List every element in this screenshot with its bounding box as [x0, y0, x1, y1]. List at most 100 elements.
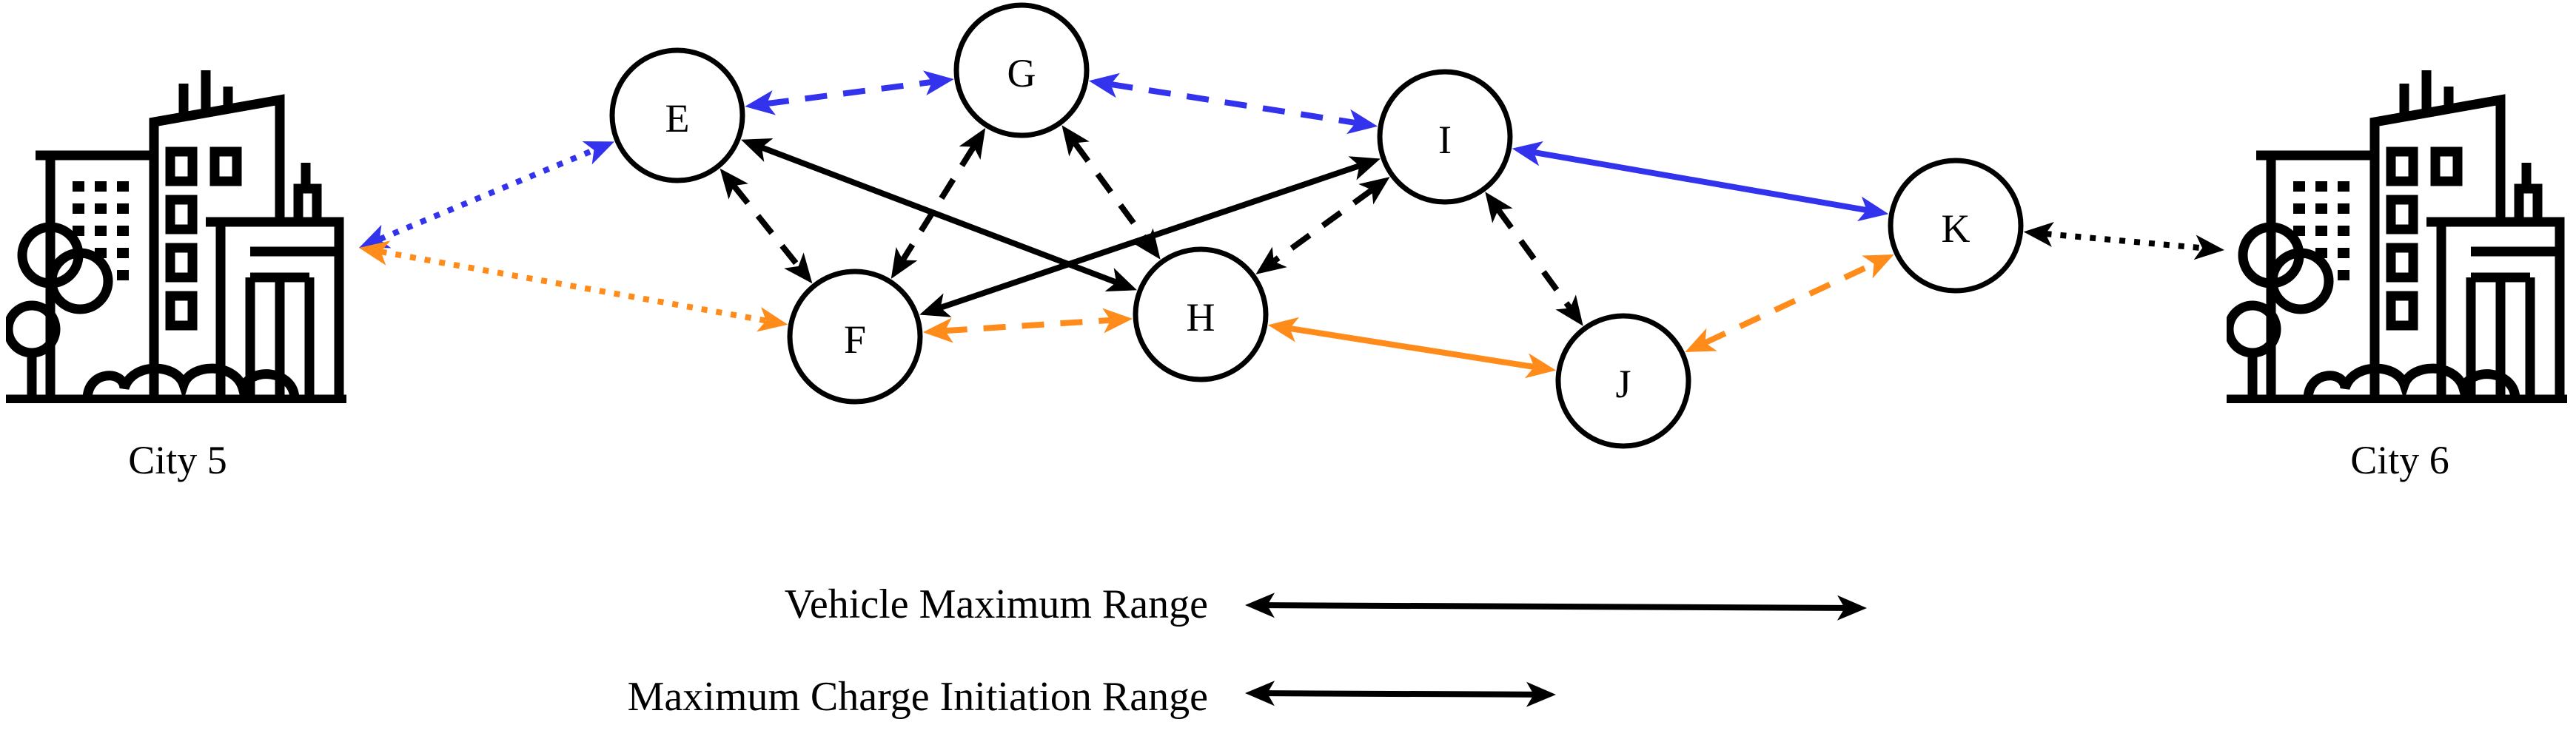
edge-H-J-line	[1289, 325, 1535, 370]
edge-E-F	[720, 168, 813, 284]
node-K-circle	[1888, 158, 2024, 294]
legend-vehicle-max-range-label: Vehicle Maximum Range	[785, 581, 1208, 627]
node-F-circle	[787, 269, 923, 405]
edge-city5-E-arrowhead-end	[582, 141, 615, 165]
legend: Vehicle Maximum Range Maximum Charge Ini…	[628, 581, 1208, 720]
edge-E-H-line	[760, 144, 1118, 286]
edge-J-K-arrowhead-end	[1862, 254, 1894, 279]
node-F-label: F	[844, 317, 866, 362]
node-K: K	[1888, 158, 2024, 294]
edge-I-F	[919, 156, 1381, 317]
edge-G-I	[1088, 72, 1378, 135]
city-5: City 5	[6, 70, 346, 482]
edge-city5-F-arrowhead-start	[359, 240, 391, 266]
nodes-layer: E F G H I J K	[609, 2, 2024, 449]
edges-layer	[359, 70, 2224, 379]
legend-arrow-long-arrowhead-end	[1837, 595, 1867, 621]
node-H-circle	[1133, 246, 1269, 382]
edge-I-J-arrowhead-end	[1555, 294, 1583, 326]
edge-F-H	[922, 308, 1133, 343]
edge-G-I-arrowhead-start	[1088, 72, 1121, 98]
edge-I-F-arrowhead-start	[1348, 156, 1381, 180]
legend-charge-initiation-range-label: Maximum Charge Initiation Range	[628, 674, 1208, 720]
edge-H-J-arrowhead-start	[1267, 317, 1300, 342]
node-I-circle	[1377, 69, 1513, 205]
edge-J-K-arrowhead-start	[1685, 328, 1717, 353]
edge-E-F-line	[731, 183, 801, 269]
legend-arrow-short-line	[1267, 690, 1534, 698]
edge-K-city6-line	[2045, 231, 2203, 252]
edge-F-H-line	[945, 317, 1111, 334]
edge-E-H	[740, 138, 1138, 291]
city-6-label: City 6	[2350, 438, 2449, 482]
edge-G-I-arrowhead-end	[1346, 109, 1378, 135]
edge-G-H-arrowhead-start	[1061, 125, 1090, 157]
node-J-circle	[1555, 313, 1691, 449]
edge-I-H	[1255, 177, 1390, 274]
edge-J-K	[1685, 254, 1894, 353]
edge-E-G-line	[766, 78, 933, 107]
edge-I-H-arrowhead-end	[1255, 246, 1287, 274]
node-E-circle	[609, 47, 745, 183]
edge-I-J-line	[1495, 208, 1573, 310]
edge-I-F-line	[939, 163, 1361, 311]
edge-G-H-line	[1072, 141, 1150, 243]
node-I: I	[1377, 69, 1513, 205]
node-J: J	[1555, 313, 1691, 449]
edge-city5-E-arrowhead-start	[359, 224, 392, 249]
edge-city5-F-line	[380, 249, 767, 324]
legend-arrow-short-arrowhead-end	[1526, 681, 1556, 707]
edge-E-H-arrowhead-start	[740, 138, 774, 162]
edge-I-F-arrowhead-end	[919, 293, 952, 317]
legend-arrows-layer	[1245, 593, 1867, 707]
edge-E-H-arrowhead-end	[1104, 268, 1138, 291]
city-buildings-icon	[2227, 70, 2567, 399]
node-F: F	[787, 269, 923, 405]
city-6: City 6	[2227, 70, 2567, 482]
node-H: H	[1133, 246, 1269, 382]
edge-E-F-arrowhead-end	[784, 252, 813, 284]
edge-I-K-arrowhead-end	[1857, 196, 1889, 222]
edge-G-I-line	[1110, 81, 1357, 126]
edge-F-H-arrowhead-start	[922, 317, 953, 343]
legend-arrow-long-line	[1267, 602, 1845, 611]
edge-E-G-arrowhead-start	[745, 90, 777, 115]
edge-G-F-arrowhead-end	[890, 247, 918, 279]
legend-arrow-short-arrowhead-start	[1245, 681, 1275, 706]
edge-E-G-arrowhead-end	[922, 70, 954, 96]
edge-G-F-arrowhead-start	[959, 128, 986, 160]
edge-K-city6-arrowhead-end	[2193, 234, 2224, 260]
edge-city5-F	[359, 240, 788, 332]
edge-K-city6-arrowhead-start	[2023, 222, 2054, 247]
edge-I-K	[1512, 141, 1889, 222]
city-buildings-icon	[6, 70, 346, 399]
edge-city5-E-line	[378, 147, 595, 243]
node-I-label: I	[1438, 118, 1452, 162]
node-H-label: H	[1187, 295, 1215, 340]
edge-F-H-arrowhead-end	[1102, 308, 1133, 334]
edge-J-K-line	[1703, 261, 1876, 345]
edge-city5-F-arrowhead-end	[757, 306, 788, 332]
edge-I-H-line	[1272, 187, 1374, 264]
edge-K-city6	[2023, 222, 2224, 260]
edge-I-H-arrowhead-start	[1358, 177, 1390, 205]
edge-H-J	[1267, 317, 1557, 379]
node-E: E	[609, 47, 745, 183]
edge-I-J-arrowhead-start	[1485, 192, 1513, 223]
node-K-label: K	[1942, 206, 1970, 251]
city-5-label: City 5	[128, 438, 227, 482]
node-J-label: J	[1615, 362, 1631, 406]
legend-arrow-long	[1245, 593, 1867, 621]
legend-arrow-short	[1245, 681, 1556, 707]
edge-I-K-arrowhead-start	[1512, 141, 1543, 166]
node-G-label: G	[1007, 51, 1036, 95]
edge-E-F-arrowhead-start	[720, 168, 748, 200]
legend-arrow-long-arrowhead-start	[1245, 593, 1275, 618]
edge-I-J	[1485, 192, 1583, 326]
node-E-label: E	[665, 96, 690, 141]
edge-E-G	[745, 70, 954, 115]
node-G: G	[953, 2, 1090, 138]
edge-I-K-line	[1533, 149, 1868, 214]
node-G-circle	[953, 2, 1090, 138]
